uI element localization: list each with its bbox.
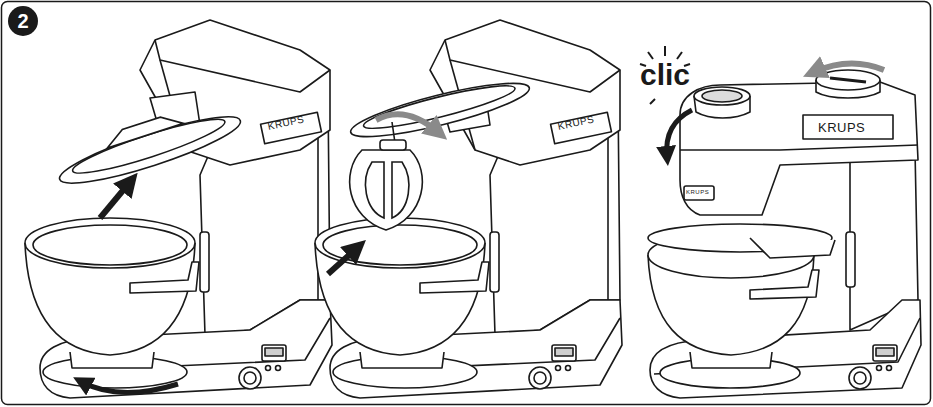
- beater: [350, 122, 423, 230]
- brand-badge: KRUPS: [557, 114, 595, 131]
- splash-guard: [51, 94, 245, 195]
- brand-badge: KRUPS: [686, 189, 709, 195]
- stand-mixer: [25, 20, 332, 398]
- lower-arrow: [667, 110, 692, 156]
- brand-badge: KRUPS: [818, 121, 865, 134]
- stand-mixer: [648, 70, 921, 398]
- rotate-arrow: [82, 382, 178, 393]
- click-rays: [640, 46, 690, 104]
- stand-mixer: [315, 20, 622, 398]
- brand-badge: KRUPS: [267, 114, 305, 131]
- step-number: 2: [8, 6, 38, 36]
- arrow: [100, 182, 130, 218]
- rotate-arrow: [814, 63, 884, 72]
- splash-guard: [347, 73, 533, 147]
- click-sound: clic: [640, 60, 690, 90]
- rotate-arrow: [376, 114, 438, 132]
- arrow: [328, 248, 357, 274]
- step-number-text: 2: [17, 11, 28, 31]
